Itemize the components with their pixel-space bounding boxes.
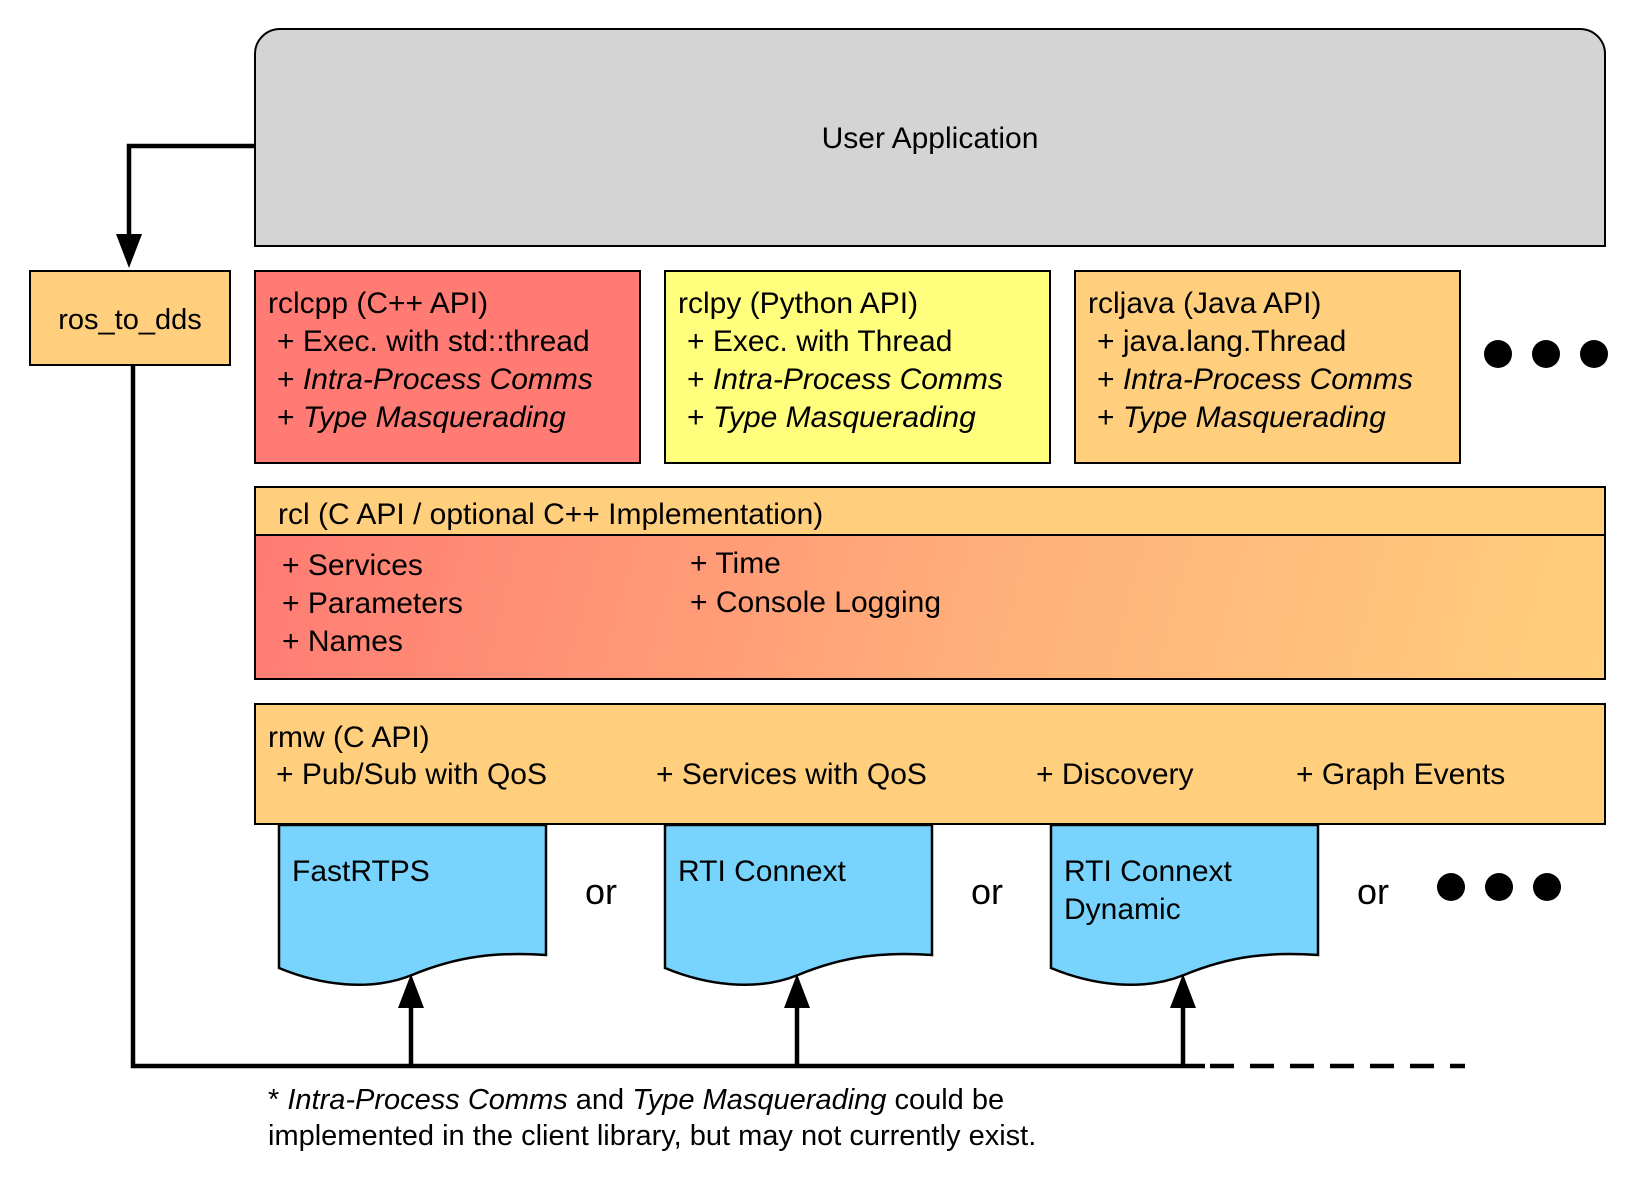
rcljava-box: rcljava (Java API) + java.lang.Thread + … (1074, 270, 1461, 464)
or-separator-3: or (1357, 871, 1390, 912)
rclpy-feature-intra-process: + Intra-Process Comms (687, 363, 1003, 396)
rcl-title: rcl (C API / optional C++ Implementation… (278, 498, 824, 531)
rclcpp-feature-threading: + Exec. with std::thread (277, 325, 590, 358)
rclcpp-feature-type-masquerading: + Type Masquerading (277, 401, 566, 434)
dds-shape-fastrtps (277, 823, 548, 987)
connector-user-app-to-ros-to-dds (126, 143, 255, 236)
rcl-feature-services: + Services (282, 549, 423, 582)
rmw-box: rmw (C API) + Pub/Sub with QoS + Service… (254, 703, 1606, 825)
rclcpp-feature-intra-process: + Intra-Process Comms (277, 363, 593, 396)
rcl-feature-console-logging: + Console Logging (690, 586, 942, 619)
ros-to-dds-box: ros_to_dds (29, 270, 231, 366)
ellipsis-dot-client-libs-3 (1580, 340, 1608, 368)
ellipsis-dot-client-libs-1 (1484, 340, 1512, 368)
rclpy-title: rclpy (Python API) (678, 287, 919, 320)
arrowhead-ros-to-dds (116, 234, 142, 268)
connector-ros-to-dds-bottom (130, 366, 1205, 1069)
rmw-feature-discovery: + Discovery (1036, 758, 1194, 791)
rcljava-feature-threading: + java.lang.Thread (1097, 325, 1347, 358)
rclpy-feature-type-masquerading: + Type Masquerading (687, 401, 976, 434)
rclcpp-title: rclcpp (C++ API) (268, 287, 489, 320)
ellipsis-dot-dds-1 (1437, 873, 1465, 901)
dds-shape-rti-connext (663, 823, 934, 987)
rcl-feature-parameters: + Parameters (282, 587, 463, 620)
footnote-line-1: * Intra-Process Comms and Type Masquerad… (268, 1084, 1005, 1116)
dds-rti-connext-dynamic-label: RTI Connext (1064, 855, 1232, 888)
rcl-feature-names: + Names (282, 625, 403, 658)
rmw-title: rmw (C API) (268, 721, 430, 754)
or-separator-2: or (971, 871, 1004, 912)
dds-rti-connext-dynamic-label-line2: Dynamic (1064, 893, 1181, 926)
dds-rti-connext-label: RTI Connext (678, 855, 846, 888)
arrowhead-fastrtps (398, 974, 424, 1008)
rcl-feature-time: + Time (690, 547, 781, 580)
rcljava-title: rcljava (Java API) (1088, 287, 1322, 320)
rclcpp-box: rclcpp (C++ API) + Exec. with std::threa… (254, 270, 641, 464)
rcljava-feature-intra-process: + Intra-Process Comms (1097, 363, 1413, 396)
arrowhead-rti-connext (784, 974, 810, 1008)
ellipsis-dot-dds-3 (1533, 873, 1561, 901)
ros-to-dds-label: ros_to_dds (58, 304, 202, 336)
ellipsis-dot-client-libs-2 (1532, 340, 1560, 368)
dds-shape-rti-connext-dynamic (1049, 823, 1320, 987)
dds-fastrtps-label: FastRTPS (292, 855, 430, 888)
rclpy-feature-threading: + Exec. with Thread (687, 325, 953, 358)
rcl-header-box: rcl (C API / optional C++ Implementation… (254, 486, 1606, 537)
rmw-feature-services: + Services with QoS (656, 758, 927, 791)
user-application-label: User Application (821, 122, 1039, 155)
rcl-body-box: + Services + Parameters + Names + Time +… (254, 534, 1606, 680)
rmw-feature-pubsub: + Pub/Sub with QoS (276, 758, 547, 791)
rmw-feature-graph-events: + Graph Events (1296, 758, 1506, 791)
footnote-line-2: implemented in the client library, but m… (268, 1120, 1037, 1152)
or-separator-1: or (585, 871, 618, 912)
ellipsis-dot-dds-2 (1485, 873, 1513, 901)
rclpy-box: rclpy (Python API) + Exec. with Thread +… (664, 270, 1051, 464)
user-application-box: User Application (254, 28, 1606, 247)
arrowhead-rti-connext-dynamic (1170, 974, 1196, 1008)
rcljava-feature-type-masquerading: + Type Masquerading (1097, 401, 1386, 434)
